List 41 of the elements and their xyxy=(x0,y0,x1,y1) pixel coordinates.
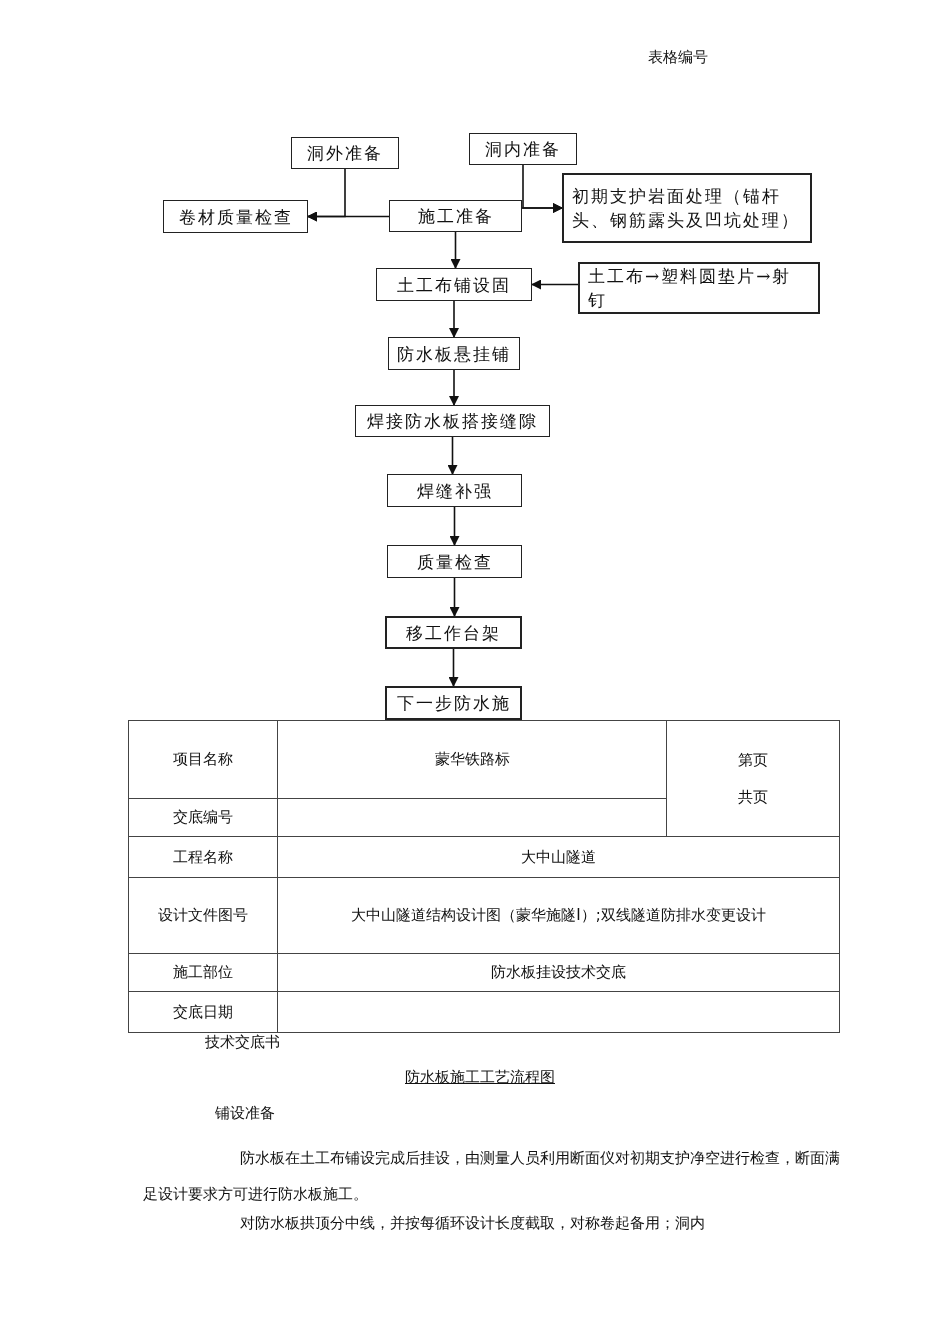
document-title: 技术交底书 xyxy=(205,1033,280,1052)
arrow xyxy=(450,231,461,269)
process-box: 焊缝补强 xyxy=(387,474,522,507)
arrow xyxy=(449,577,460,617)
flowchart-title: 防水板施工工艺流程图 xyxy=(405,1068,555,1087)
process-box: 土工布铺设固 xyxy=(376,268,532,301)
process-box: 初期支护岩面处理（锚杆头、钢筋露头及凹坑处理） xyxy=(562,173,812,243)
field-value: 防水板挂设技术交底 xyxy=(277,953,840,992)
arrow xyxy=(447,436,458,475)
process-box: 质量检查 xyxy=(387,545,522,578)
field-label: 设计文件图号 xyxy=(128,877,278,954)
arrow xyxy=(307,168,346,222)
arrow xyxy=(531,279,579,290)
field-label: 项目名称 xyxy=(128,720,278,799)
field-label: 交底编号 xyxy=(128,798,278,837)
process-box: 移工作台架 xyxy=(385,616,522,649)
arrow xyxy=(448,648,459,687)
process-box: 防水板悬挂铺 xyxy=(388,337,520,370)
field-value: 大中山隧道结构设计图（蒙华施隧Ⅰ）;双线隧道防排水变更设计 xyxy=(277,877,840,954)
process-box: 下一步防水施 xyxy=(385,686,522,720)
process-box: 洞外准备 xyxy=(291,137,399,169)
body-paragraph: 防水板在土工布铺设完成后挂设，由测量人员利用断面仪对初期支护净空进行检查，断面满足设计要求方可进行防水板施工。 xyxy=(143,1148,841,1205)
process-box: 卷材质量检查 xyxy=(163,200,308,233)
process-box: 焊接防水板搭接缝隙 xyxy=(355,405,550,437)
body-paragraph: 对防水板拱顶分中线，并按每循环设计长度截取，对称卷起备用；洞内 xyxy=(240,1214,705,1233)
page-count-label: 共页 xyxy=(737,786,769,808)
page-count-label: 第页 xyxy=(737,749,769,771)
field-label: 施工部位 xyxy=(128,953,278,992)
field-label: 工程名称 xyxy=(128,836,278,878)
field-label: 交底日期 xyxy=(128,991,278,1033)
form-number-label: 表格编号 xyxy=(648,48,708,67)
arrow xyxy=(449,369,459,406)
process-box: 洞内准备 xyxy=(469,133,577,165)
process-box: 施工准备 xyxy=(389,200,522,232)
arrow xyxy=(522,164,563,213)
arrow xyxy=(449,506,460,546)
process-box: 土工布→塑料圆垫片→射钉 xyxy=(578,262,820,314)
section-heading: 铺设准备 xyxy=(215,1104,275,1123)
field-value: 大中山隧道 xyxy=(277,836,840,878)
arrow xyxy=(449,300,459,338)
field-value: 蒙华铁路标 xyxy=(277,720,667,799)
